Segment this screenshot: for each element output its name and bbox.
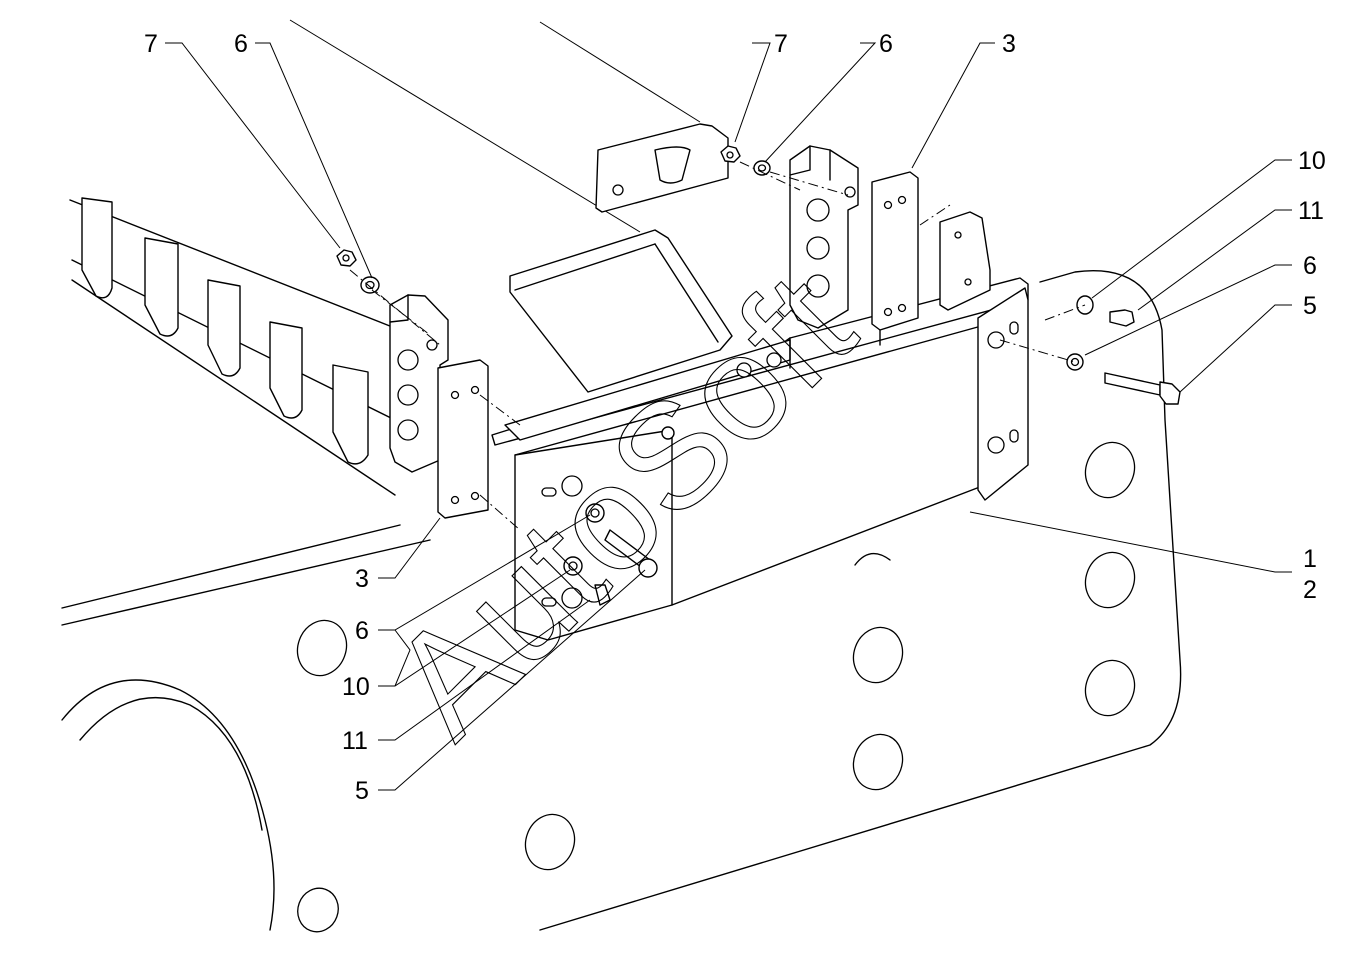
right-end-bracket [939, 211, 991, 311]
callout-right-1: 1 [1303, 545, 1317, 573]
callout-left-6: 6 [355, 617, 369, 645]
left-clamp-plate [437, 359, 489, 519]
callout-left-11: 11 [342, 727, 368, 755]
frame-holes [296, 441, 1136, 933]
callout-right-6: 6 [1303, 252, 1317, 280]
right-guide-block [789, 145, 859, 329]
upper-leader-a [289, 19, 641, 233]
callout-top-mid-6: 6 [879, 30, 893, 58]
callout-right-5: 5 [1303, 292, 1317, 320]
callout-top-left-6: 6 [234, 30, 248, 58]
callout-top-right-3: 3 [1002, 30, 1016, 58]
top-bracket-plate [595, 123, 729, 213]
callout-right-2: 2 [1303, 576, 1317, 604]
central-chute [509, 229, 733, 393]
callout-top-mid-7: 7 [774, 30, 788, 58]
callout-left-3: 3 [355, 565, 369, 593]
side-frame-plate [61, 270, 1182, 933]
fasteners [336, 145, 1181, 606]
callout-right-11: 11 [1298, 197, 1324, 225]
center-lines [349, 161, 1086, 531]
right-clamp-plate [871, 171, 919, 331]
callout-left-10: 10 [342, 673, 370, 701]
upper-leader-b [539, 21, 701, 123]
callout-left-5: 5 [355, 777, 369, 805]
callout-leaders [165, 42, 1292, 791]
comb-grille [69, 197, 401, 496]
callout-top-left-7: 7 [144, 30, 158, 58]
callout-right-10: 10 [1298, 147, 1326, 175]
